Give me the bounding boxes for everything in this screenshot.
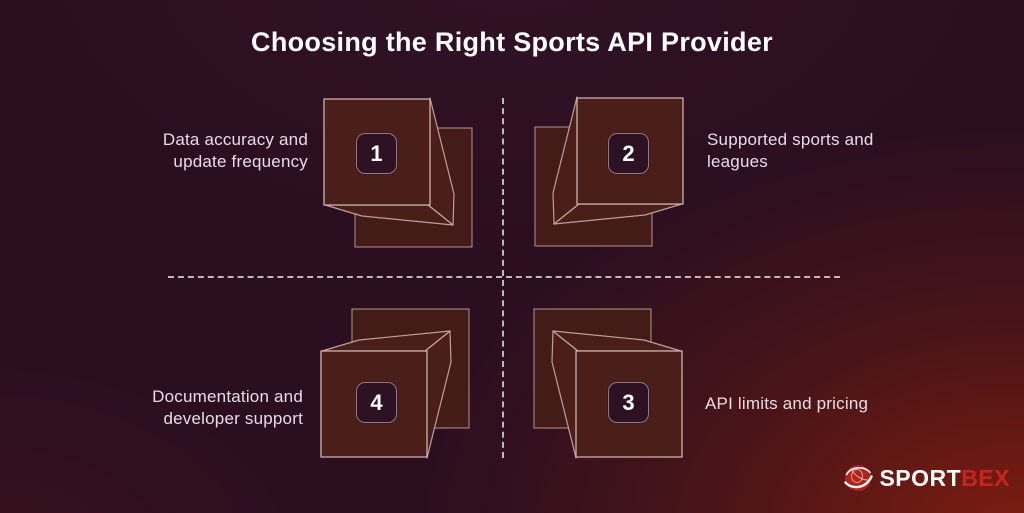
step-badge-1: 1 — [356, 133, 397, 174]
label-line: API limits and pricing — [705, 394, 869, 413]
label-documentation: Documentation and developer support — [95, 386, 303, 430]
step-number: 3 — [622, 389, 635, 415]
cube-icon-1 — [323, 97, 473, 248]
step-number: 4 — [370, 389, 383, 415]
sportbex-globe-icon — [844, 465, 874, 491]
vertical-divider — [502, 98, 504, 458]
cube-icon-2 — [534, 96, 684, 247]
brand-name-sport: SPORT — [879, 465, 962, 491]
page-title: Choosing the Right Sports API Provider — [251, 27, 773, 57]
label-line: Supported sports and — [707, 130, 874, 149]
brand-name-bex: BEX — [961, 465, 1010, 491]
step-number: 2 — [622, 140, 635, 166]
label-line: update frequency — [173, 152, 308, 171]
label-line: Data accuracy and — [162, 130, 308, 149]
brand-name: SPORTBEX — [879, 463, 1010, 493]
label-line: leagues — [707, 152, 768, 171]
step-number: 1 — [370, 140, 383, 166]
horizontal-divider — [168, 276, 840, 278]
cube-icon-4 — [320, 308, 470, 459]
label-line: developer support — [163, 409, 303, 428]
step-badge-4: 4 — [356, 382, 397, 423]
step-badge-2: 2 — [608, 133, 649, 174]
label-data-accuracy: Data accuracy and update frequency — [100, 129, 308, 173]
step-badge-3: 3 — [608, 382, 649, 423]
cube-icon-3 — [533, 308, 683, 459]
brand-logo: SPORTBEX — [843, 462, 1010, 494]
label-line: Documentation and — [152, 387, 303, 406]
label-supported-sports: Supported sports and leagues — [707, 129, 927, 173]
label-api-limits: API limits and pricing — [705, 393, 935, 415]
